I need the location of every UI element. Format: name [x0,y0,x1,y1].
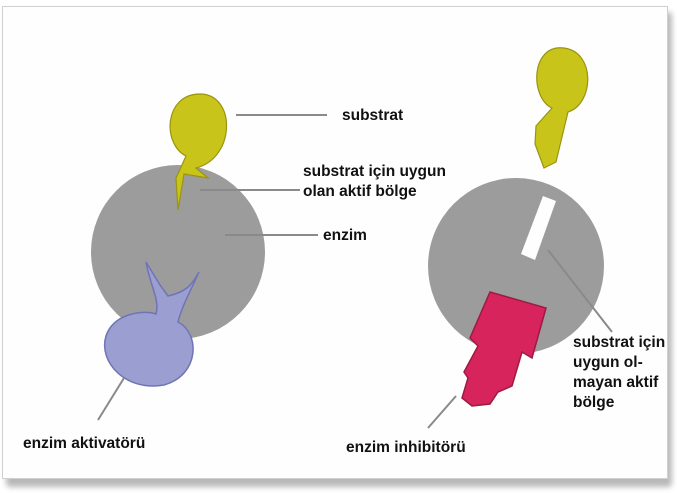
label-enzyme: enzim [323,226,367,245]
label-inhibitor: enzim inhibitörü [346,438,466,457]
leader-activator [98,378,124,420]
substrate-molecule-right [535,48,588,168]
label-activator: enzim aktivatörü [23,434,145,453]
label-unsuitable-site-line1: substrat için [573,333,665,352]
label-unsuitable-site-line4: bölge [573,393,614,412]
label-substrate: substrat [342,106,403,125]
label-suitable-site-line2: olan aktif bölge [303,182,417,201]
label-unsuitable-site-line3: mayan aktif [573,373,658,392]
label-suitable-site-line1: substrat için uygun [303,162,446,181]
leader-inhibitor [428,396,456,428]
label-unsuitable-site-line2: uygun ol- [573,353,643,372]
